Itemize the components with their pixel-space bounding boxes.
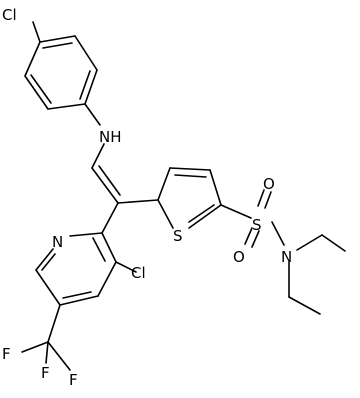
bond (220, 204, 252, 219)
chlorophenyl-ring (24, 21, 101, 126)
bond (264, 191, 272, 209)
aromatic-inner-bond (79, 70, 91, 100)
bond (59, 295, 99, 306)
atom-label-nh: NH (99, 128, 122, 146)
atom-label-f: F (69, 371, 78, 389)
atom-label-o: O (233, 248, 245, 266)
bond (257, 189, 265, 207)
bond (101, 232, 117, 263)
sulfonamide-group (220, 189, 346, 315)
bond (91, 167, 119, 204)
aromatic-inner-bond (30, 74, 52, 104)
bond (47, 103, 86, 110)
atom-label-o: O (263, 175, 275, 193)
atom-label-cl: Cl (2, 6, 17, 24)
bond (157, 199, 174, 229)
atom-label-s: S (252, 216, 262, 234)
aromatic-inner-bond (62, 291, 92, 299)
double-bond-inner (98, 165, 121, 196)
aromatic-inner-bond (188, 204, 215, 223)
atom-label-f: F (41, 364, 50, 382)
bond (39, 35, 76, 43)
bond (296, 234, 323, 251)
bond (209, 169, 222, 206)
bond (45, 341, 49, 364)
atom-label-n: N (52, 233, 63, 251)
aromatic-inner-bond (92, 237, 106, 262)
bond (157, 167, 171, 201)
bond (21, 341, 49, 353)
bond (117, 199, 159, 204)
bond (188, 204, 222, 229)
bond (47, 341, 71, 371)
bond (24, 75, 49, 110)
bond (97, 261, 117, 297)
bond (35, 269, 61, 306)
trifluoromethyl-group (21, 304, 71, 371)
bond (271, 221, 285, 246)
bond (69, 232, 103, 237)
bond (84, 69, 98, 105)
aromatic-inner-bond (174, 174, 207, 178)
atom-label-cl: Cl (131, 264, 146, 282)
atom-labels: Cl NH N Cl S S O O N F F F (2, 6, 292, 389)
bond (74, 35, 98, 71)
atom-label-s: S (173, 227, 183, 245)
bond (169, 167, 211, 171)
pyridine-ring (35, 202, 137, 306)
bond (84, 103, 101, 126)
atom-label-n: N (281, 248, 292, 266)
bond (244, 227, 253, 245)
atom-label-f: F (2, 345, 11, 363)
bond (251, 230, 260, 248)
bond (35, 248, 54, 271)
bond (321, 234, 346, 252)
thiophene-ring (117, 167, 222, 229)
bond (101, 202, 119, 234)
aromatic-inner-bond (41, 253, 56, 271)
aromatic-inner-bond (42, 42, 73, 49)
bond (115, 261, 137, 273)
bond (91, 143, 105, 169)
bond (32, 21, 41, 43)
enamine-linker (91, 143, 121, 204)
bond (47, 304, 61, 343)
bond (24, 41, 41, 77)
bond (288, 296, 321, 315)
